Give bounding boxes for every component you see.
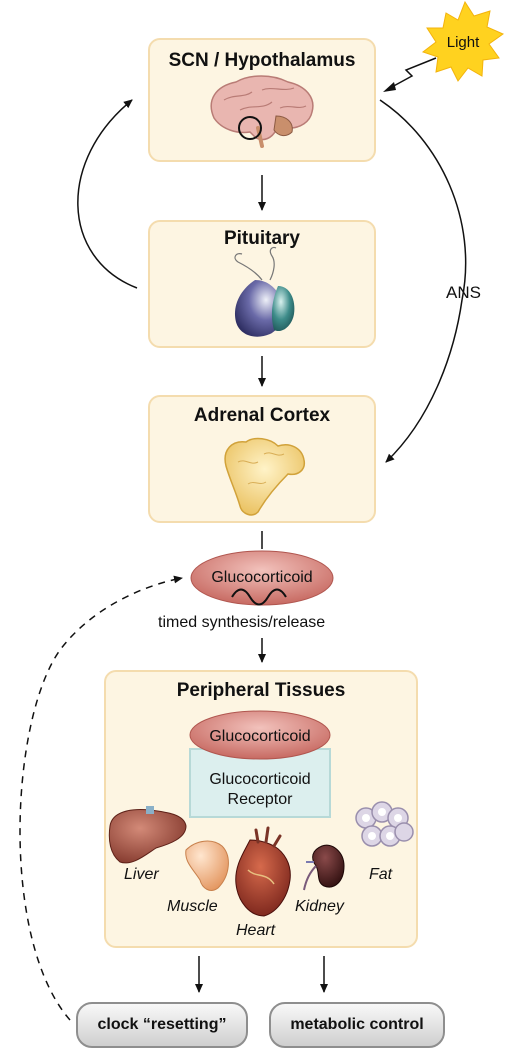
light-label: Light: [447, 34, 480, 51]
adrenal-gland-icon: [224, 437, 306, 516]
release-caption: timed synthesis/release: [158, 614, 326, 631]
clock-resetting-pill: clock “resetting”: [76, 1002, 248, 1048]
light-sun-icon: [421, 0, 505, 82]
heart-label: Heart: [236, 922, 276, 939]
glucocorticoid-receptor: Glucocorticoid Receptor: [189, 748, 331, 818]
clock-resetting-feedback-arrow: [19, 575, 183, 1021]
liver-icon: [108, 806, 187, 864]
muscle-label: Muscle: [167, 898, 218, 915]
adrenal-cortex-title: Adrenal Cortex: [193, 405, 331, 426]
fat-icon: [355, 801, 414, 847]
liver-label: Liver: [124, 866, 159, 883]
scn-hypothalamus-title: SCN / Hypothalamus: [168, 50, 356, 71]
glucocorticoid-label: Glucocorticoid: [211, 569, 312, 586]
receptor-label-line1: Glucocorticoid: [209, 771, 311, 788]
peripheral-tissues-title: Peripheral Tissues: [176, 680, 346, 701]
oscillation-wave-icon: [231, 588, 287, 606]
light-signal-arrow: [383, 57, 437, 92]
scn-marker: [238, 116, 262, 140]
muscle-icon: [185, 840, 229, 891]
receptor-label-line2: Receptor: [227, 791, 293, 808]
pituitary-icon: [234, 246, 295, 337]
metabolic-control-pill: metabolic control: [269, 1002, 445, 1048]
brain-icon: [210, 75, 314, 148]
kidney-label: Kidney: [295, 898, 344, 915]
kidney-icon: [303, 844, 345, 891]
heart-icon: [235, 826, 291, 917]
pituitary-title: Pituitary: [223, 228, 301, 249]
peripheral-glucocorticoid-label: Glucocorticoid: [209, 728, 310, 745]
feedback-arrow: [77, 99, 138, 289]
peripheral-glucocorticoid: [189, 710, 331, 760]
ans-arrow: [379, 99, 467, 463]
fat-label: Fat: [369, 866, 393, 883]
glucocorticoid-hormone: [190, 550, 334, 606]
